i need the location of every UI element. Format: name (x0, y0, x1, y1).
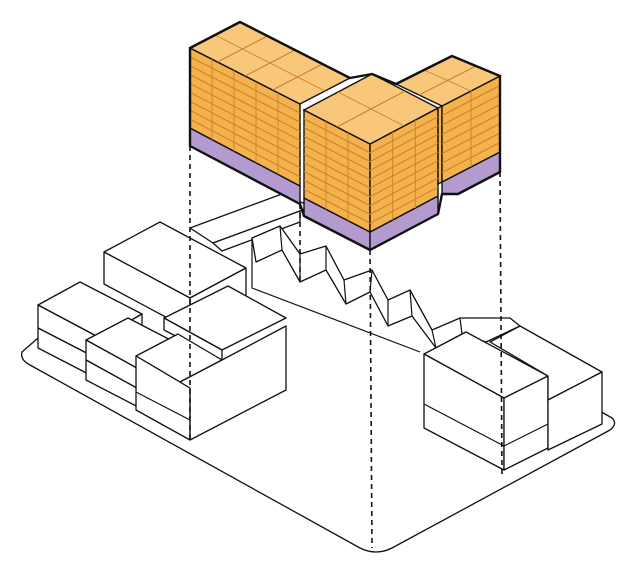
grid-line (369, 133, 439, 171)
grid-line (189, 100, 301, 160)
grid-line (369, 125, 439, 163)
grid-line (369, 169, 439, 207)
floor-grid (189, 34, 501, 224)
grid-line (189, 65, 301, 123)
grid-line (369, 142, 439, 180)
grid-line (423, 69, 472, 92)
grid-line (214, 34, 326, 92)
grid-line (303, 153, 371, 189)
grid-line (189, 109, 301, 169)
grid-line (369, 186, 439, 224)
right-building-cluster (423, 325, 603, 471)
grid-line (369, 116, 439, 154)
grid-line (369, 151, 439, 189)
grid-line (303, 144, 371, 180)
grid-line (189, 83, 301, 141)
grid-line (369, 177, 439, 215)
grid-line (303, 171, 371, 207)
left-building-cluster (37, 221, 287, 441)
grid-line (303, 127, 371, 163)
grid-line (303, 188, 371, 224)
grid-line (303, 135, 371, 171)
projection-lines (189, 146, 503, 549)
terrain-wall (189, 193, 521, 353)
grid-line (303, 118, 371, 154)
grid-line (369, 160, 439, 198)
grid-line (303, 179, 371, 215)
grid-line (189, 56, 301, 114)
grid-line (303, 162, 371, 198)
proposed-building-volume (188, 20, 502, 252)
grid-line (189, 118, 301, 178)
grid-line (337, 91, 405, 127)
grid-line (189, 74, 301, 132)
grid-line (189, 91, 301, 151)
